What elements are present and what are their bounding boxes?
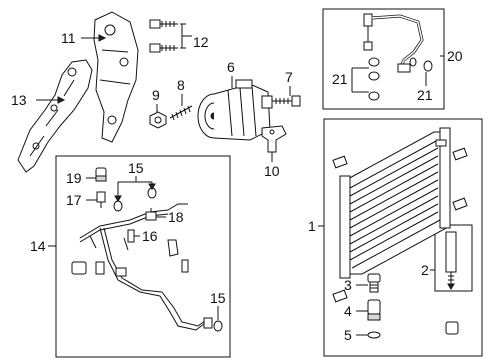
drier-o-ring (367, 331, 381, 339)
nut (149, 111, 167, 129)
callout-17: 17 (66, 192, 82, 208)
callout-4: 4 (344, 303, 352, 319)
pressure-sensor (145, 208, 157, 221)
arrow-13 (57, 96, 66, 104)
callout-18: 18 (168, 209, 184, 225)
o-rings-upper (113, 187, 157, 212)
o-ring-lower (213, 320, 223, 332)
arrow-11 (98, 34, 107, 42)
drier-plug (367, 273, 381, 293)
callout-12: 12 (193, 34, 209, 50)
callout-6: 6 (227, 59, 235, 75)
line-bracket (261, 125, 287, 153)
callout-20: 20 (447, 48, 463, 64)
compressor-bracket (93, 11, 139, 143)
callout-11: 11 (61, 30, 76, 46)
pressure-line-o-rings (368, 57, 433, 101)
callout-9: 9 (152, 87, 160, 103)
service-valve (96, 191, 106, 208)
stud (169, 105, 193, 121)
receiver-drier (445, 231, 457, 290)
ac-compressor (197, 79, 273, 141)
callout-2: 2 (421, 262, 429, 278)
condenser-group-box (323, 118, 483, 357)
callout-15-upper: 15 (128, 160, 144, 176)
bracket-bolts (149, 19, 178, 53)
callout-10: 10 (264, 163, 280, 179)
callout-1: 1 (308, 218, 316, 234)
pressure-line-group-box (322, 8, 445, 110)
callout-15-lower: 15 (210, 290, 226, 306)
heat-shield (17, 59, 93, 173)
condenser (332, 127, 468, 303)
callout-3: 3 (344, 277, 352, 293)
service-cap (95, 167, 107, 182)
callout-8: 8 (177, 77, 185, 93)
drier-fitting (367, 299, 381, 321)
hose-group-box (55, 155, 231, 358)
callout-19: 19 (66, 170, 82, 186)
hose-assembly (71, 203, 213, 331)
callout-7: 7 (285, 69, 293, 85)
callout-14: 14 (30, 238, 46, 254)
callout-13: 13 (11, 92, 27, 108)
pressure-line (363, 13, 424, 73)
compressor-bolt (272, 95, 301, 107)
drier-cap (445, 321, 459, 335)
callout-21-left: 21 (332, 71, 348, 87)
hose-clip (127, 229, 135, 243)
callout-5: 5 (344, 327, 352, 343)
callout-16: 16 (142, 228, 158, 244)
drier-subgroup-box (434, 224, 473, 292)
callout-21-right: 21 (417, 87, 433, 103)
